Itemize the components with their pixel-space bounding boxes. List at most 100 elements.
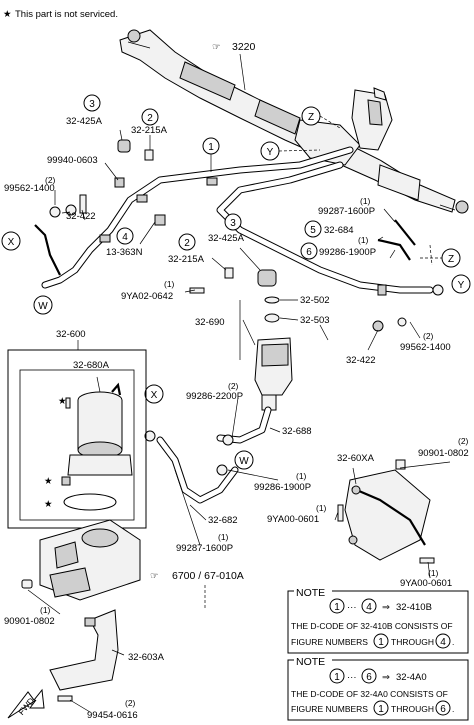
clamp-99287-1600p-bottom[interactable] <box>144 430 156 442</box>
marker-w-mid[interactable]: W <box>234 450 254 470</box>
svg-text:6: 6 <box>306 247 312 258</box>
qty-left-99562: (2) <box>45 175 56 185</box>
marker-y-top[interactable]: Y <box>260 141 280 161</box>
reservoir-32-690[interactable] <box>254 337 293 411</box>
svg-text:1: 1 <box>208 142 214 153</box>
label-32-503[interactable]: 32-503 <box>300 315 330 326</box>
part-32-425a-mid[interactable] <box>257 269 277 287</box>
star-icon: ★ <box>44 476 53 487</box>
marker-y-right[interactable]: Y <box>451 274 471 294</box>
label-99286-2200p[interactable]: 99286-2200P <box>186 391 243 402</box>
part-9ya00-0601-left[interactable] <box>337 504 344 522</box>
marker-z-top[interactable]: Z <box>301 106 321 126</box>
hose-left[interactable] <box>34 224 61 276</box>
svg-text:2: 2 <box>147 113 153 124</box>
label-32-603a[interactable]: 32-603A <box>128 652 165 663</box>
label-32-422-right[interactable]: 32-422 <box>346 355 376 366</box>
part-32-215a-top[interactable] <box>144 149 154 161</box>
note-1-title: NOTE <box>296 587 325 599</box>
part-99454-0616[interactable] <box>57 695 73 702</box>
electric-motor-32-680a[interactable] <box>67 382 133 476</box>
label-9ya00-0601-left[interactable]: 9YA00-0601 <box>267 514 319 525</box>
pipe-clamp <box>136 194 148 203</box>
star-icon: ★ <box>58 396 67 407</box>
label-32-680a[interactable]: 32-680A <box>73 360 110 371</box>
label-32-682[interactable]: 32-682 <box>208 515 238 526</box>
label-32-688[interactable]: 32-688 <box>282 426 312 437</box>
marker-w-left[interactable]: W <box>33 295 53 315</box>
label-99562-1400-right[interactable]: 99562-1400 <box>400 342 451 353</box>
callout-2-mid[interactable]: 2 <box>178 233 196 251</box>
part-32-503[interactable] <box>264 313 280 323</box>
svg-text:THROUGH: THROUGH <box>391 704 434 714</box>
svg-text:4: 4 <box>366 602 372 613</box>
label-9ya00-0601-right[interactable]: 9YA00-0601 <box>400 578 452 589</box>
part-9ya02-0642[interactable] <box>189 287 205 294</box>
part-99286-1900p-top[interactable] <box>377 238 411 261</box>
clamp-99286-2200p[interactable] <box>222 434 234 446</box>
part-13-363n[interactable] <box>154 214 166 226</box>
bracket-32-603a[interactable] <box>49 609 119 691</box>
label-99454-0616[interactable]: 99454-0616 <box>87 710 138 721</box>
part-90901-0802-left[interactable] <box>21 579 33 589</box>
callout-3[interactable]: 3 <box>83 94 101 112</box>
part-99562-1400-left[interactable] <box>49 206 61 218</box>
svg-text:3: 3 <box>230 218 236 229</box>
ref-6700[interactable]: 6700 / 67-010A <box>172 570 244 582</box>
clamp-99286-1900p-bottom[interactable] <box>216 464 228 476</box>
label-32-600[interactable]: 32-600 <box>56 329 86 340</box>
callout-3-mid[interactable]: 3 <box>224 213 242 231</box>
label-13-363n[interactable]: 13-363N <box>106 247 143 258</box>
ref-3220[interactable]: 3220 <box>232 41 256 53</box>
hose-32-682[interactable] <box>156 436 239 504</box>
callout-2[interactable]: 2 <box>141 108 159 126</box>
part-99287-1600p-top[interactable] <box>394 219 416 246</box>
bracket-32-60xa[interactable] <box>344 469 431 561</box>
label-32-684[interactable]: 32-684 <box>324 225 354 236</box>
callout-4[interactable]: 4 <box>116 227 134 245</box>
label-90901-0802-left[interactable]: 90901-0802 <box>4 616 55 627</box>
label-99287-1600p-bottom[interactable]: 99287-1600P <box>176 543 233 554</box>
label-32-690[interactable]: 32-690 <box>195 317 225 328</box>
part-99562-1400-right[interactable] <box>397 284 444 327</box>
part-32-215a-mid[interactable] <box>224 267 234 279</box>
label-32-60xa[interactable]: 32-60XA <box>337 453 375 464</box>
marker-x-left[interactable]: X <box>1 231 21 251</box>
label-32-502[interactable]: 32-502 <box>300 295 330 306</box>
pump-body[interactable] <box>39 519 141 601</box>
label-32-215a-top[interactable]: 32-215A <box>131 125 168 136</box>
legend-not-serviced: This part is not serviced. <box>15 9 118 20</box>
label-32-422-left[interactable]: 32-422 <box>66 211 96 222</box>
label-32-425a-mid[interactable]: 32-425A <box>208 233 245 244</box>
label-90901-0802-right[interactable]: 90901-0802 <box>418 448 469 459</box>
svg-text:6: 6 <box>366 672 372 683</box>
bolt-star <box>65 397 71 409</box>
label-99286-1900p-top[interactable]: 99286-1900P <box>319 247 376 258</box>
qty-9ya00-right: (1) <box>428 568 439 578</box>
callout-6[interactable]: 6 <box>300 242 318 260</box>
qty-99454: (2) <box>125 698 136 708</box>
marker-x-mid[interactable]: X <box>144 384 164 404</box>
label-99287-1600p-top[interactable]: 99287-1600P <box>318 206 375 217</box>
callout-5[interactable]: 5 <box>304 220 322 238</box>
label-32-215a-mid[interactable]: 32-215A <box>168 254 205 265</box>
marker-z-right[interactable]: Z <box>441 248 461 268</box>
label-99562-1400-left[interactable]: 99562-1400 <box>4 183 55 194</box>
svg-text:1: 1 <box>378 704 384 715</box>
part-32-502[interactable] <box>264 296 280 304</box>
label-32-425a-top[interactable]: 32-425A <box>66 116 103 127</box>
part-32-422-right[interactable] <box>372 320 384 332</box>
part-90901-0802-right[interactable] <box>395 459 406 470</box>
callout-1[interactable]: 1 <box>202 137 220 155</box>
part-9ya00-0601-right[interactable] <box>419 557 435 564</box>
label-99940-0603[interactable]: 99940-0603 <box>47 155 98 166</box>
svg-text:THE D-CODE OF 32-410B CONSIS: THE D-CODE OF 32-410B CONSISTS OF <box>291 621 453 631</box>
label-9ya02-0642[interactable]: 9YA02-0642 <box>121 291 173 302</box>
label-99286-1900p-bottom[interactable]: 99286-1900P <box>254 482 311 493</box>
note-box-1: NOTE 1 ··· 4 ⇒ 32-410B THE D-CODE OF 32-… <box>287 585 469 654</box>
steering-rack[interactable] <box>119 29 469 214</box>
part-32-425a-top[interactable] <box>117 139 131 153</box>
part-99940-0603[interactable] <box>114 177 125 188</box>
svg-text:.: . <box>452 704 454 714</box>
